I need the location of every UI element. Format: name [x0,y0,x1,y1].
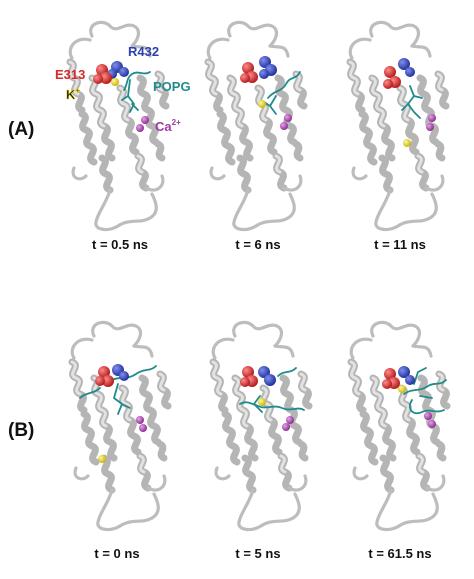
e313-residue [98,366,110,378]
e313-residue-atom [240,377,250,387]
ca-ion [136,124,144,132]
time-label: t = 61.5 ns [368,546,431,561]
panel-label-b: (B) [8,420,34,441]
e313-label: E313 [55,67,85,82]
time-label: t = 11 ns [374,237,426,252]
r432-residue-atom [259,69,269,79]
protein-structure [72,322,168,529]
ca-ion [428,420,436,428]
time-label: t = 0 ns [94,546,139,561]
e313-residue-atom [100,72,112,84]
e313-residue [384,66,396,78]
k-ion [398,385,406,393]
frame-b1: t = 0 ns [72,322,168,561]
ca-ion-label: Ca2+ [155,118,181,134]
time-label: t = 0.5 ns [92,237,148,252]
k-ion-label: K+ [66,86,80,102]
frame-b3: t = 61.5 ns [351,322,447,561]
e313-residue [242,62,254,74]
e313-residue [242,366,254,378]
frame-a1: t = 0.5 ns [70,22,166,252]
protein-structure [208,22,304,229]
ca-ion [280,122,288,130]
ca-ion-symbol: Ca [155,119,172,134]
e313-residue-atom [382,379,392,389]
frame-a3: t = 11 ns [350,22,446,252]
ca-ion [141,116,149,124]
ca-ion [284,114,292,122]
e313-residue [384,368,396,380]
r432-residue-atom [405,67,415,77]
r432-residue-atom [405,375,415,385]
e313-residue-atom [102,375,114,387]
popg-lipid [401,85,423,119]
protein-structure [213,322,309,529]
popg-lipid [263,71,301,115]
frame-b2: t = 5 ns [213,322,309,561]
time-label: t = 6 ns [235,237,280,252]
k-ion [258,100,266,108]
r432-residue-atom [119,67,129,77]
ca-ion [136,416,144,424]
ca-ion [282,423,290,431]
panel-label-a: (A) [8,119,34,140]
e313-residue-atom [240,73,250,83]
r432-residue-atom [264,374,276,386]
ca-ion [428,114,436,122]
popg-lipid [239,367,305,413]
ca-ion [286,416,294,424]
k-ion-charge: + [75,86,80,95]
frame-a2: t = 6 ns [208,22,304,252]
k-ion [403,139,411,147]
popg-label: POPG [153,79,191,94]
k-ion [258,398,266,406]
k-ion [98,455,106,463]
e313-residue-atom [93,74,103,84]
r432-residue-atom [119,371,129,381]
e313-residue-atom [95,376,105,386]
ca-ion [426,123,434,131]
popg-lipid [403,367,447,415]
r432-residue [398,366,410,378]
ca-ion [139,424,147,432]
popg-lipid [121,71,151,113]
ca-ion-charge: 2+ [172,118,181,127]
k-ion-symbol: K [66,87,76,102]
time-label: t = 5 ns [235,546,280,561]
e313-residue-atom [383,79,393,89]
k-ion [111,78,119,86]
r432-label: R432 [128,44,159,59]
ca-ion [424,412,432,420]
popg-lipid [79,365,157,415]
r432-residue [398,58,410,70]
